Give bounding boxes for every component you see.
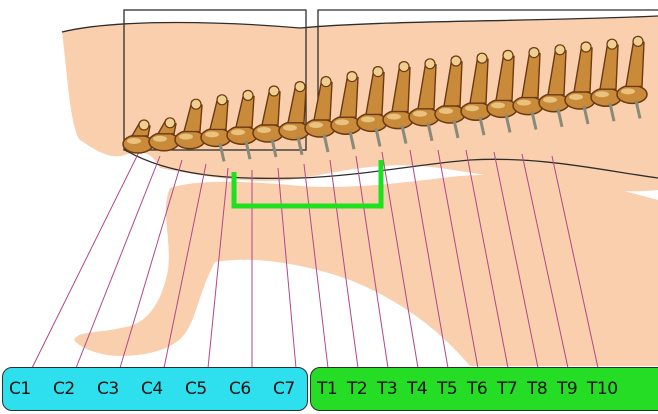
vertebra-label-t6: T6 <box>467 377 487 401</box>
cervical-label-group: C1 C2 C3 C4 C5 C6 C7 <box>2 367 308 411</box>
vertebra-label-t10: T10 <box>587 377 618 401</box>
vertebra-label-t4: T4 <box>407 377 427 401</box>
vertebra-label-bar: C1 C2 C3 C4 C5 C6 C7 T1 T2 T3 T4 T5 T6 T7 T8 T9 T10 <box>0 367 658 411</box>
vertebra-label-t7: T7 <box>497 377 517 401</box>
vertebra-label-t9: T9 <box>557 377 577 401</box>
throat-tissue <box>74 175 658 366</box>
vertebra-label-t1: T1 <box>317 377 337 401</box>
vertebra-label-c7: C7 <box>273 377 295 401</box>
vertebra-label-t2: T2 <box>347 377 367 401</box>
vertebra-label-c1: C1 <box>9 377 31 401</box>
vertebra-label-t3: T3 <box>377 377 397 401</box>
vertebra-label-c6: C6 <box>229 377 251 401</box>
vertebra-label-c3: C3 <box>97 377 119 401</box>
vertebra-label-t5: T5 <box>437 377 457 401</box>
vertebra-label-c4: C4 <box>141 377 163 401</box>
thoracic-label-group: T1 T2 T3 T4 T5 T6 T7 T8 T9 T10 <box>310 367 658 411</box>
vertebra-label-c5: C5 <box>185 377 207 401</box>
vertebra-label-c2: C2 <box>53 377 75 401</box>
vertebra-label-t8: T8 <box>527 377 547 401</box>
